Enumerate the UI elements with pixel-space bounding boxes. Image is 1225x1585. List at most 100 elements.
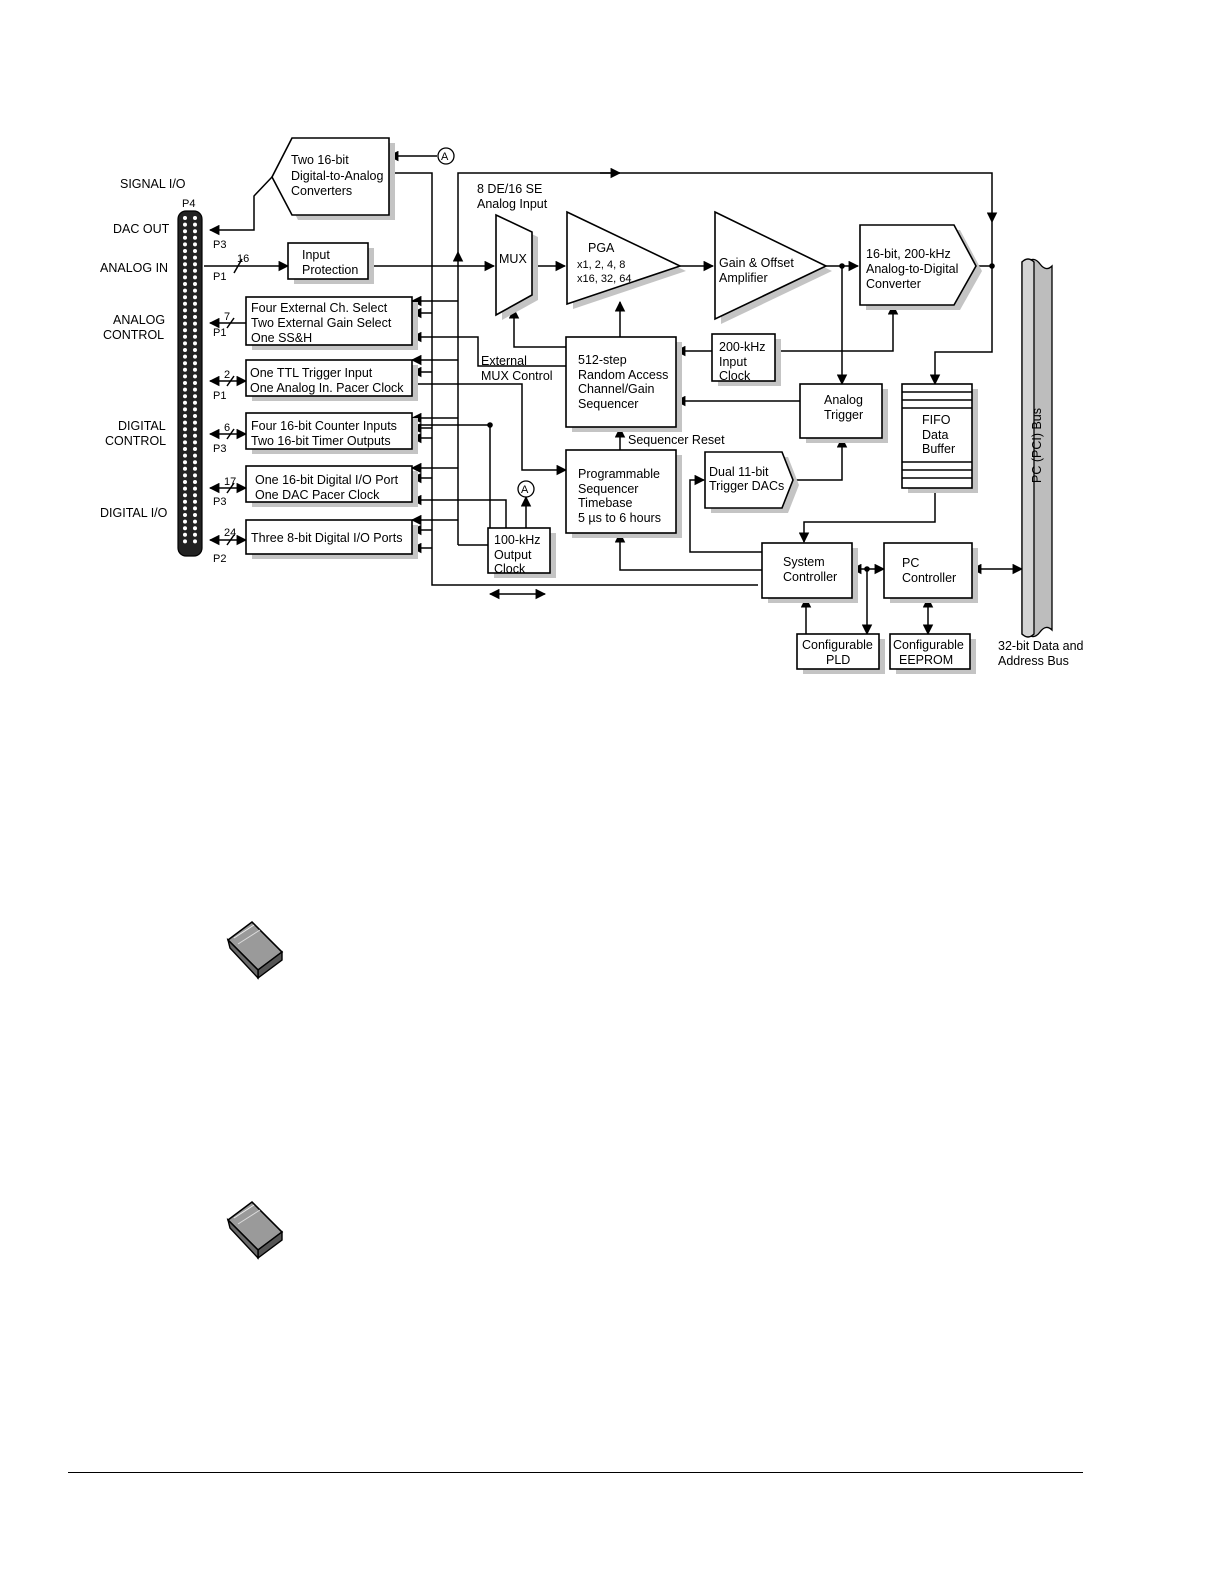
gain-offset-amplifier-block: Gain & Offset Amplifier xyxy=(714,210,832,324)
svg-text:Digital-to-Analog: Digital-to-Analog xyxy=(291,169,383,183)
connector-pin xyxy=(193,374,197,379)
connector-pin xyxy=(193,453,197,458)
svg-text:Buffer: Buffer xyxy=(922,442,955,456)
connector-pin xyxy=(183,394,187,399)
svg-text:One DAC Pacer Clock: One DAC Pacer Clock xyxy=(255,488,380,502)
counter-timer-block: Four 16-bit Counter Inputs Two 16-bit Ti… xyxy=(245,412,418,454)
svg-text:Converters: Converters xyxy=(291,184,352,198)
svg-text:PC: PC xyxy=(902,556,919,570)
svg-text:One Analog In. Pacer Clock: One Analog In. Pacer Clock xyxy=(250,381,404,395)
svg-text:Two 16-bit: Two 16-bit xyxy=(291,153,349,167)
connector-pin xyxy=(193,480,197,484)
connector-pin xyxy=(183,262,187,267)
connector-pin xyxy=(193,229,197,234)
connector-pin xyxy=(183,216,187,220)
label-signal-io: SIGNAL I/O xyxy=(120,177,186,191)
connector-pin xyxy=(183,473,187,478)
connector-pin xyxy=(183,427,187,432)
svg-text:Three 8-bit Digital I/O Ports: Three 8-bit Digital I/O Ports xyxy=(251,531,402,545)
analog-control-block: Four External Ch. Select Two External Ga… xyxy=(245,296,418,350)
label-dac-out: DAC OUT xyxy=(113,222,170,236)
port-p3-counter: P3 xyxy=(213,443,226,455)
connector-pin xyxy=(183,480,187,484)
svg-text:System: System xyxy=(783,555,825,569)
port-p1-trigger: P1 xyxy=(213,390,226,402)
svg-text:Four External Ch. Select: Four External Ch. Select xyxy=(251,301,388,315)
label-digital-control-2: CONTROL xyxy=(105,434,166,448)
connector-pin xyxy=(183,295,187,300)
svg-text:Data: Data xyxy=(922,428,948,442)
connector-pin xyxy=(183,288,187,293)
digital-io-port-block: One 16-bit Digital I/O Port One DAC Pace… xyxy=(245,465,418,507)
connector-pin xyxy=(183,301,187,306)
connector-pin xyxy=(183,381,187,385)
connector-pin xyxy=(193,328,197,333)
connector-pin xyxy=(193,235,197,240)
analog-input-label-2: Analog Input xyxy=(477,197,548,211)
connector-pin xyxy=(193,275,197,280)
connector-a-bottom: A xyxy=(517,480,535,498)
connector-pin xyxy=(193,367,197,372)
connector-pin xyxy=(193,288,197,293)
connector-pin xyxy=(193,499,197,504)
connector-pin xyxy=(193,532,197,537)
connector-pin xyxy=(183,361,187,366)
connector-pin xyxy=(193,433,197,438)
svg-text:Two 16-bit Timer Outputs: Two 16-bit Timer Outputs xyxy=(251,434,391,448)
connector-pin xyxy=(193,519,197,524)
svg-text:Input: Input xyxy=(302,248,330,262)
connector-pin xyxy=(193,222,197,227)
connector-pin xyxy=(183,354,187,359)
svg-text:Two External Gain Select: Two External Gain Select xyxy=(251,316,392,330)
input-protection-block: Input Protection xyxy=(287,242,374,284)
pci-bus-label: PC (PCI) Bus xyxy=(1030,408,1044,483)
connector-pin xyxy=(183,420,187,425)
svg-text:EEPROM: EEPROM xyxy=(899,653,953,667)
timebase-block: Programmable Sequencer Timebase 5 µs to … xyxy=(565,449,682,538)
connector-pin xyxy=(183,249,187,253)
connector-pin xyxy=(183,519,187,524)
svg-text:200-kHz: 200-kHz xyxy=(719,340,766,354)
connector-pin xyxy=(183,334,187,339)
connector-pin xyxy=(183,526,187,531)
connector-pin xyxy=(183,513,187,517)
connector-pin xyxy=(183,433,187,438)
svg-text:x16, 32, 64: x16, 32, 64 xyxy=(577,273,631,285)
connector-pin xyxy=(183,407,187,412)
connector-pin xyxy=(193,262,197,267)
svg-text:Converter: Converter xyxy=(866,277,921,291)
mux-block: MUX xyxy=(495,213,538,320)
pci-bus: PC (PCI) Bus xyxy=(1021,258,1053,638)
connector-pin xyxy=(193,315,197,319)
svg-text:One TTL Trigger Input: One TTL Trigger Input xyxy=(250,366,373,380)
svg-text:PGA: PGA xyxy=(588,241,615,255)
label-digital-io: DIGITAL I/O xyxy=(100,506,168,520)
sequencer-reset-label: Sequencer Reset xyxy=(628,433,725,447)
svg-text:Dual 11-bit: Dual 11-bit xyxy=(709,465,769,479)
connector-pin xyxy=(183,374,187,379)
port-p1-analog-in: P1 xyxy=(213,271,226,283)
connector-pin xyxy=(183,414,187,418)
connector-pin xyxy=(193,242,197,247)
connector-pin xyxy=(193,308,197,313)
connector-pin xyxy=(183,493,187,498)
svg-text:PLD: PLD xyxy=(826,653,850,667)
connector-pin xyxy=(183,222,187,227)
count-dio: 17 xyxy=(224,476,236,488)
connector-pin xyxy=(193,249,197,253)
connector-pin xyxy=(193,539,197,544)
svg-text:Sequencer: Sequencer xyxy=(578,397,638,411)
port-p4: P4 xyxy=(182,198,195,210)
sequencer-block: 512-step Random Access Channel/Gain Sequ… xyxy=(565,336,682,432)
svg-text:Four 16-bit Counter Inputs: Four 16-bit Counter Inputs xyxy=(251,419,397,433)
connector-pin xyxy=(193,301,197,306)
dac-block: Two 16-bit Digital-to-Analog Converters xyxy=(271,137,395,220)
connector-pin xyxy=(193,486,197,491)
count-counter: 6 xyxy=(224,422,230,434)
input-clock-block: 200-kHz Input Clock xyxy=(711,333,781,386)
svg-text:Configurable: Configurable xyxy=(802,638,873,652)
label-digital-control-1: DIGITAL xyxy=(118,419,166,433)
svg-text:Trigger: Trigger xyxy=(824,408,863,422)
connector-a-top: A xyxy=(437,147,455,165)
connector-pin xyxy=(183,282,187,286)
